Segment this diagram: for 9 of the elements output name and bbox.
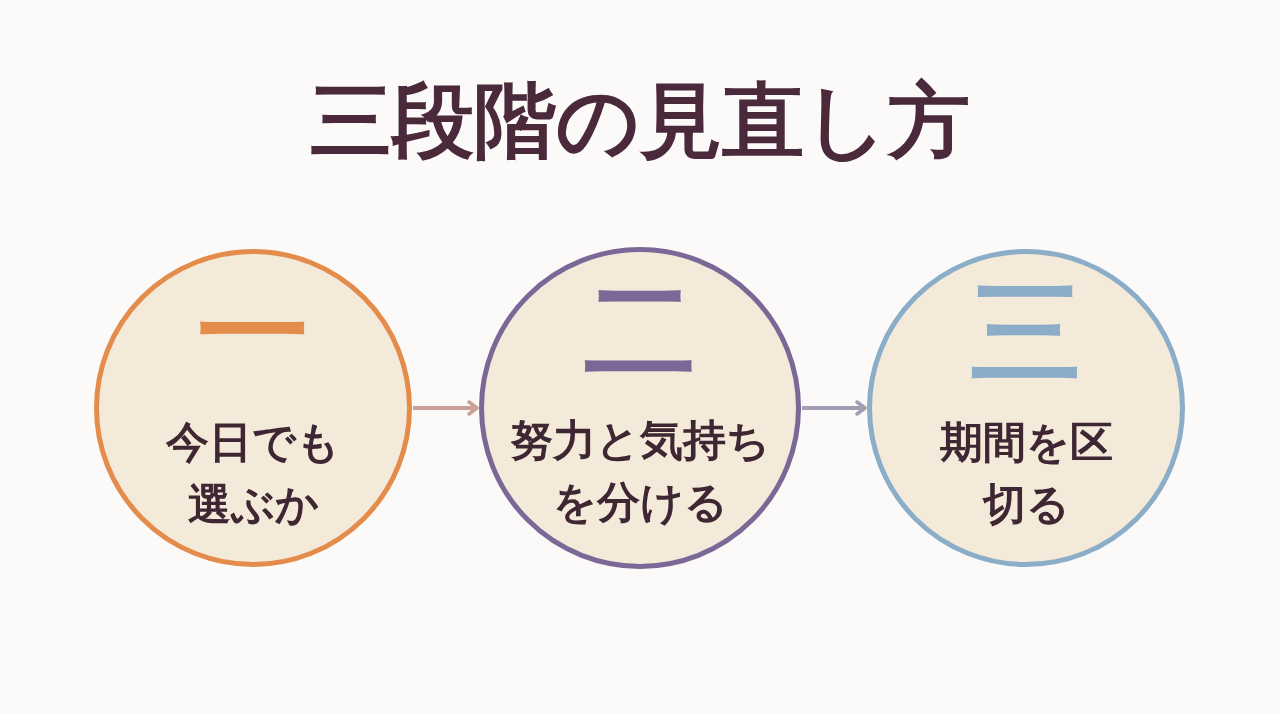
step-text: 今日でも選ぶか: [165, 416, 341, 532]
step-numeral: 二: [583, 274, 697, 386]
step-numeral: 一: [196, 276, 310, 388]
arrow: [413, 400, 479, 416]
step-text: 努力と気持ちを分ける: [509, 414, 771, 530]
title: 三段階の見直し方: [309, 72, 971, 170]
step-text: 期間を区切る: [938, 416, 1114, 532]
step-numeral: 三: [969, 276, 1083, 388]
arrow: [802, 400, 867, 416]
